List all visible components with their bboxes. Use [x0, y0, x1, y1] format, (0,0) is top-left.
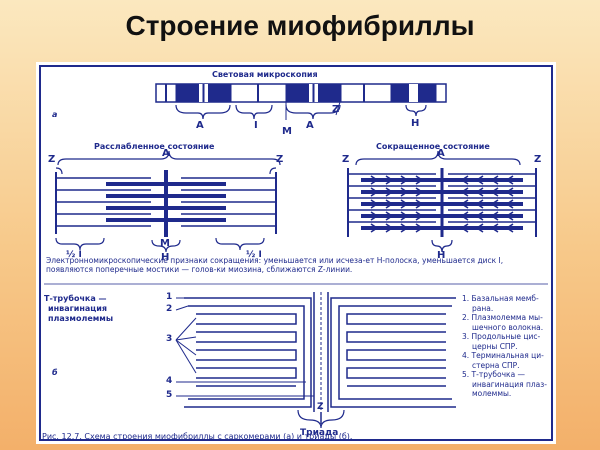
- band-label-a1: A: [196, 120, 204, 131]
- contracted-a: A: [437, 148, 445, 159]
- relaxed-a: A: [162, 148, 170, 159]
- triad-label: Триада: [300, 428, 339, 438]
- t-tubule-caption-2: инвагинация: [48, 304, 107, 313]
- light-microscopy-header: Световая микроскопия: [212, 70, 318, 79]
- panel-a-marker: а: [52, 110, 58, 119]
- relaxed-h: H: [161, 252, 170, 263]
- figure: Световая микроскопия а A I M Z A H Рассл…: [36, 62, 556, 444]
- contracted-title: Сокращенное состояние: [376, 142, 490, 151]
- number-2: 2: [166, 304, 173, 314]
- relaxed-z-left: Z: [48, 154, 56, 165]
- t-tubule-caption-1: Т-трубочка —: [44, 294, 107, 303]
- legend-line: церны СПР.: [472, 341, 518, 351]
- relaxed-half-i-right: ½ I: [246, 250, 262, 260]
- light-microscopy-band: [155, 83, 447, 120]
- legend-line: 1. Базальная мемб-: [462, 294, 539, 303]
- number-5: 5: [166, 390, 173, 400]
- description-text: Электронномикроскопические признаки сокр…: [46, 256, 504, 274]
- band-label-m: M: [282, 126, 292, 137]
- slide-title: Строение миофибриллы: [125, 10, 475, 41]
- number-3: 3: [166, 334, 173, 344]
- figure-caption: Рис. 12.7. Схема строения миофибриллы с …: [42, 432, 353, 441]
- band-label-i: I: [254, 120, 258, 131]
- legend-line: 4. Терминальная ци-: [462, 351, 544, 360]
- number-4: 4: [166, 376, 173, 386]
- contracted-h: H: [437, 250, 446, 261]
- contracted-z-left: Z: [342, 154, 350, 165]
- diagram-graphics: [39, 65, 553, 441]
- band-label-h: H: [411, 118, 420, 129]
- relaxed-z-right: Z: [276, 154, 284, 165]
- relaxed-half-i-left: ½ I: [66, 250, 82, 260]
- triad-z-label: Z: [317, 402, 324, 412]
- legend-line: стерна СПР.: [472, 360, 520, 370]
- relaxed-title: Расслабленное состояние: [94, 142, 215, 151]
- legend-line: инвагинация плаз-: [472, 379, 547, 389]
- relaxed-m: M: [160, 238, 170, 249]
- legend-line: 5. Т-трубочка —: [462, 370, 526, 379]
- legend-line: молеммы.: [472, 389, 512, 398]
- band-label-z: Z: [332, 104, 340, 115]
- contracted-sarcomere: [347, 150, 537, 253]
- legend-line: 3. Продольные цис-: [462, 332, 541, 341]
- legend-line: рана.: [472, 303, 494, 313]
- legend-line: 2. Плазмолемма мы-: [462, 313, 543, 322]
- legend-line: шечного волокна.: [472, 322, 544, 332]
- triad-diagram: [175, 292, 456, 429]
- number-1: 1: [166, 292, 173, 302]
- band-label-a2: A: [306, 120, 314, 131]
- t-tubule-caption-3: плазмолеммы: [48, 314, 114, 323]
- relaxed-sarcomere: [55, 150, 281, 253]
- contracted-z-right: Z: [534, 154, 542, 165]
- panel-b-marker: б: [52, 368, 58, 377]
- legend: 1. Базальная мемб- рана. 2. Плазмолемма …: [462, 294, 547, 399]
